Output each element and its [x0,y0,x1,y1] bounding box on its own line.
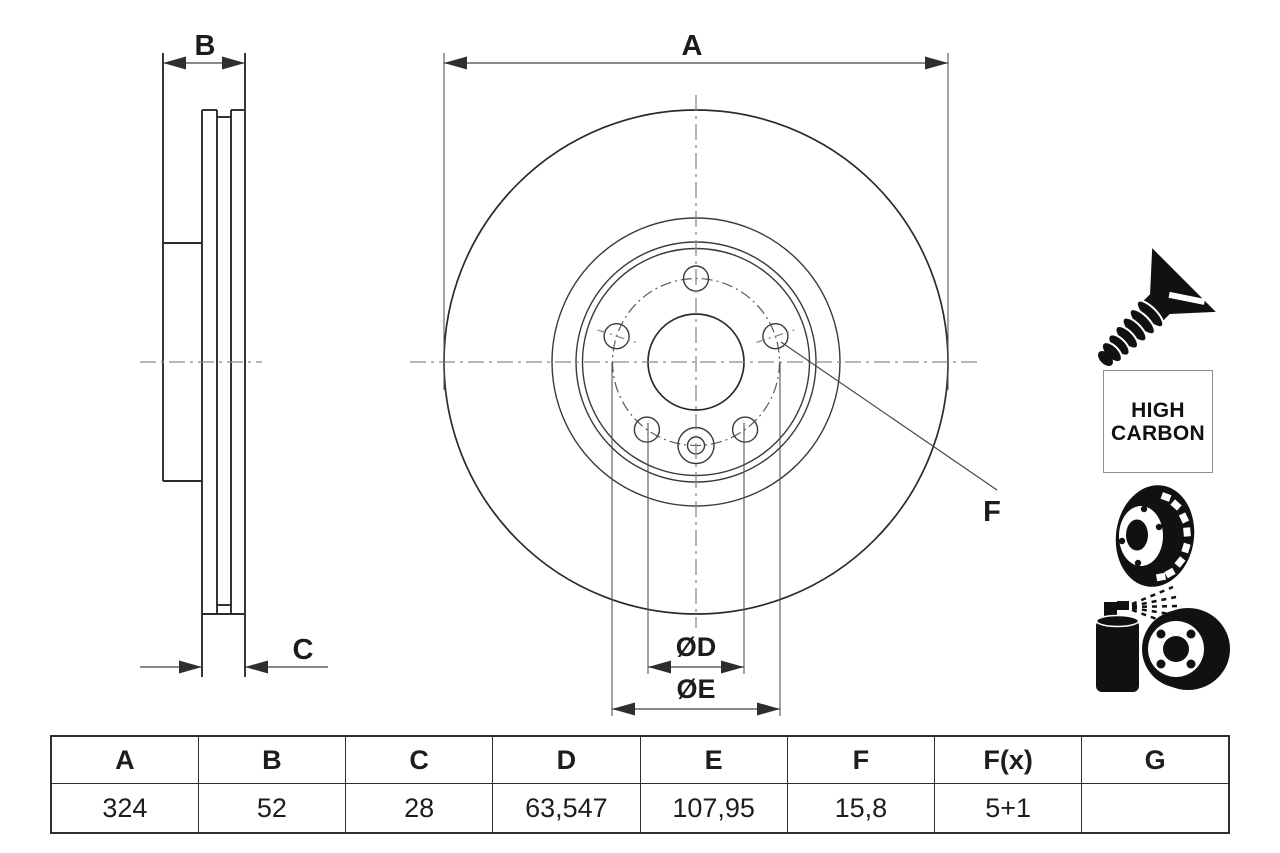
spec-col-f: F [786,735,936,784]
spray-mist-line [1131,595,1177,608]
spec-table-value-row: 324 52 28 63,547 107,95 15,8 5+1 [50,783,1230,834]
spray-can-body [1096,620,1139,692]
spray-mist-line [1131,606,1177,617]
vent-slot [1183,527,1191,537]
dim-c-arrow-right [245,660,268,674]
spec-col-d: D [492,735,641,784]
front-view [410,95,980,628]
bolt-hole-lower-right [731,416,759,443]
dim-a-label: A [682,30,703,62]
dimension-e: ØE [611,362,781,716]
screw-tip [1098,351,1113,366]
disc-bolt-dot [1155,523,1163,531]
callout-f-leader-line [780,341,998,491]
disc-bolt-dot [1140,505,1148,513]
spec-col-fx: F(x) [933,735,1083,784]
spray-mist-line [1131,608,1174,627]
dim-d-arrow-right [721,660,744,674]
bolt-hole-radial-tick-right [756,329,795,344]
dim-c-arrow-left [179,660,202,674]
dim-f-label: F [983,496,1001,528]
coated-disc-bolt-hole [1156,659,1166,669]
disc-vent-slots [1155,492,1191,582]
high-carbon-badge: HIGH CARBON [1103,370,1213,473]
dimension-b: B [163,30,245,70]
vent-slot [1178,512,1190,524]
coated-disc-bolt-hole [1156,629,1166,639]
vent-slot [1170,499,1182,511]
spray-can-cap [1104,602,1117,618]
screw-neck [1141,291,1173,323]
dim-b-arrow-right [222,56,245,70]
bolt-hole-radial-tick-left [597,329,636,344]
spec-value-a: 324 [50,783,199,834]
coated-disc-bolt-hole [1186,659,1196,669]
spec-col-c: C [344,735,494,784]
spec-value-fx: 5+1 [933,783,1083,834]
spec-table: A B C D E F F(x) G 324 52 28 63,547 107,… [50,735,1230,834]
spec-table-header-row: A B C D E F F(x) G [50,735,1230,784]
spray-mist-line [1131,604,1178,609]
vent-slot [1160,492,1172,502]
vent-slot [1181,542,1191,554]
spec-col-b: B [197,735,347,784]
bolt-hole-upper-left [603,323,630,350]
spec-col-e: E [639,735,788,784]
vent-slot [1174,556,1186,568]
spec-value-e: 107,95 [639,783,788,834]
spray-can-nozzle [1117,601,1129,610]
callout-f: F [780,341,1001,528]
vent-slot [1164,567,1176,579]
section-view [140,53,262,677]
dim-e-arrow-left [612,702,635,716]
spray-mist [1131,585,1178,627]
dim-d-label: ØD [676,632,717,662]
dim-e-arrow-right [757,702,780,716]
screw-slot [1168,291,1206,305]
screw-threads [1098,299,1165,366]
coated-disc-bolt-hole [1186,629,1196,639]
spec-col-a: A [50,735,199,784]
dim-e-label: ØE [676,674,715,704]
dimension-c: C [140,634,328,674]
spec-value-c: 28 [344,783,494,834]
high-carbon-line1: HIGH [1131,398,1185,422]
dim-a-arrow-left [444,56,467,70]
vented-brake-disc-icon [1115,485,1195,587]
dimension-a: A [443,30,949,390]
dim-b-arrow-left [163,56,186,70]
coated-disc-bore [1163,636,1189,662]
dim-c-label: C [293,634,314,666]
spray-can-top [1095,614,1140,628]
countersunk-screw-icon [1098,248,1216,366]
bolt-hole-upper-right [762,323,789,350]
dim-b-label: B [195,30,216,62]
high-carbon-line2: CARBON [1111,421,1205,445]
spray-mist-line [1131,585,1174,606]
spec-value-d: 63,547 [492,783,641,834]
dim-d-arrow-left [648,660,671,674]
disc-bolt-dot [1118,537,1126,545]
screw-head [1150,248,1216,314]
spec-value-f: 15,8 [786,783,936,834]
vent-slot [1155,572,1167,582]
disc-hub-bore [1126,519,1148,551]
dim-a-arrow-right [925,56,948,70]
spray-coated-disc-icon [1095,585,1230,692]
spec-value-b: 52 [197,783,347,834]
disc-bolt-dot [1134,559,1142,567]
dimension-d: ØD [647,423,745,674]
bolt-hole-lower-left [633,416,661,443]
spec-col-g: G [1081,735,1230,784]
spec-value-g [1081,783,1230,834]
